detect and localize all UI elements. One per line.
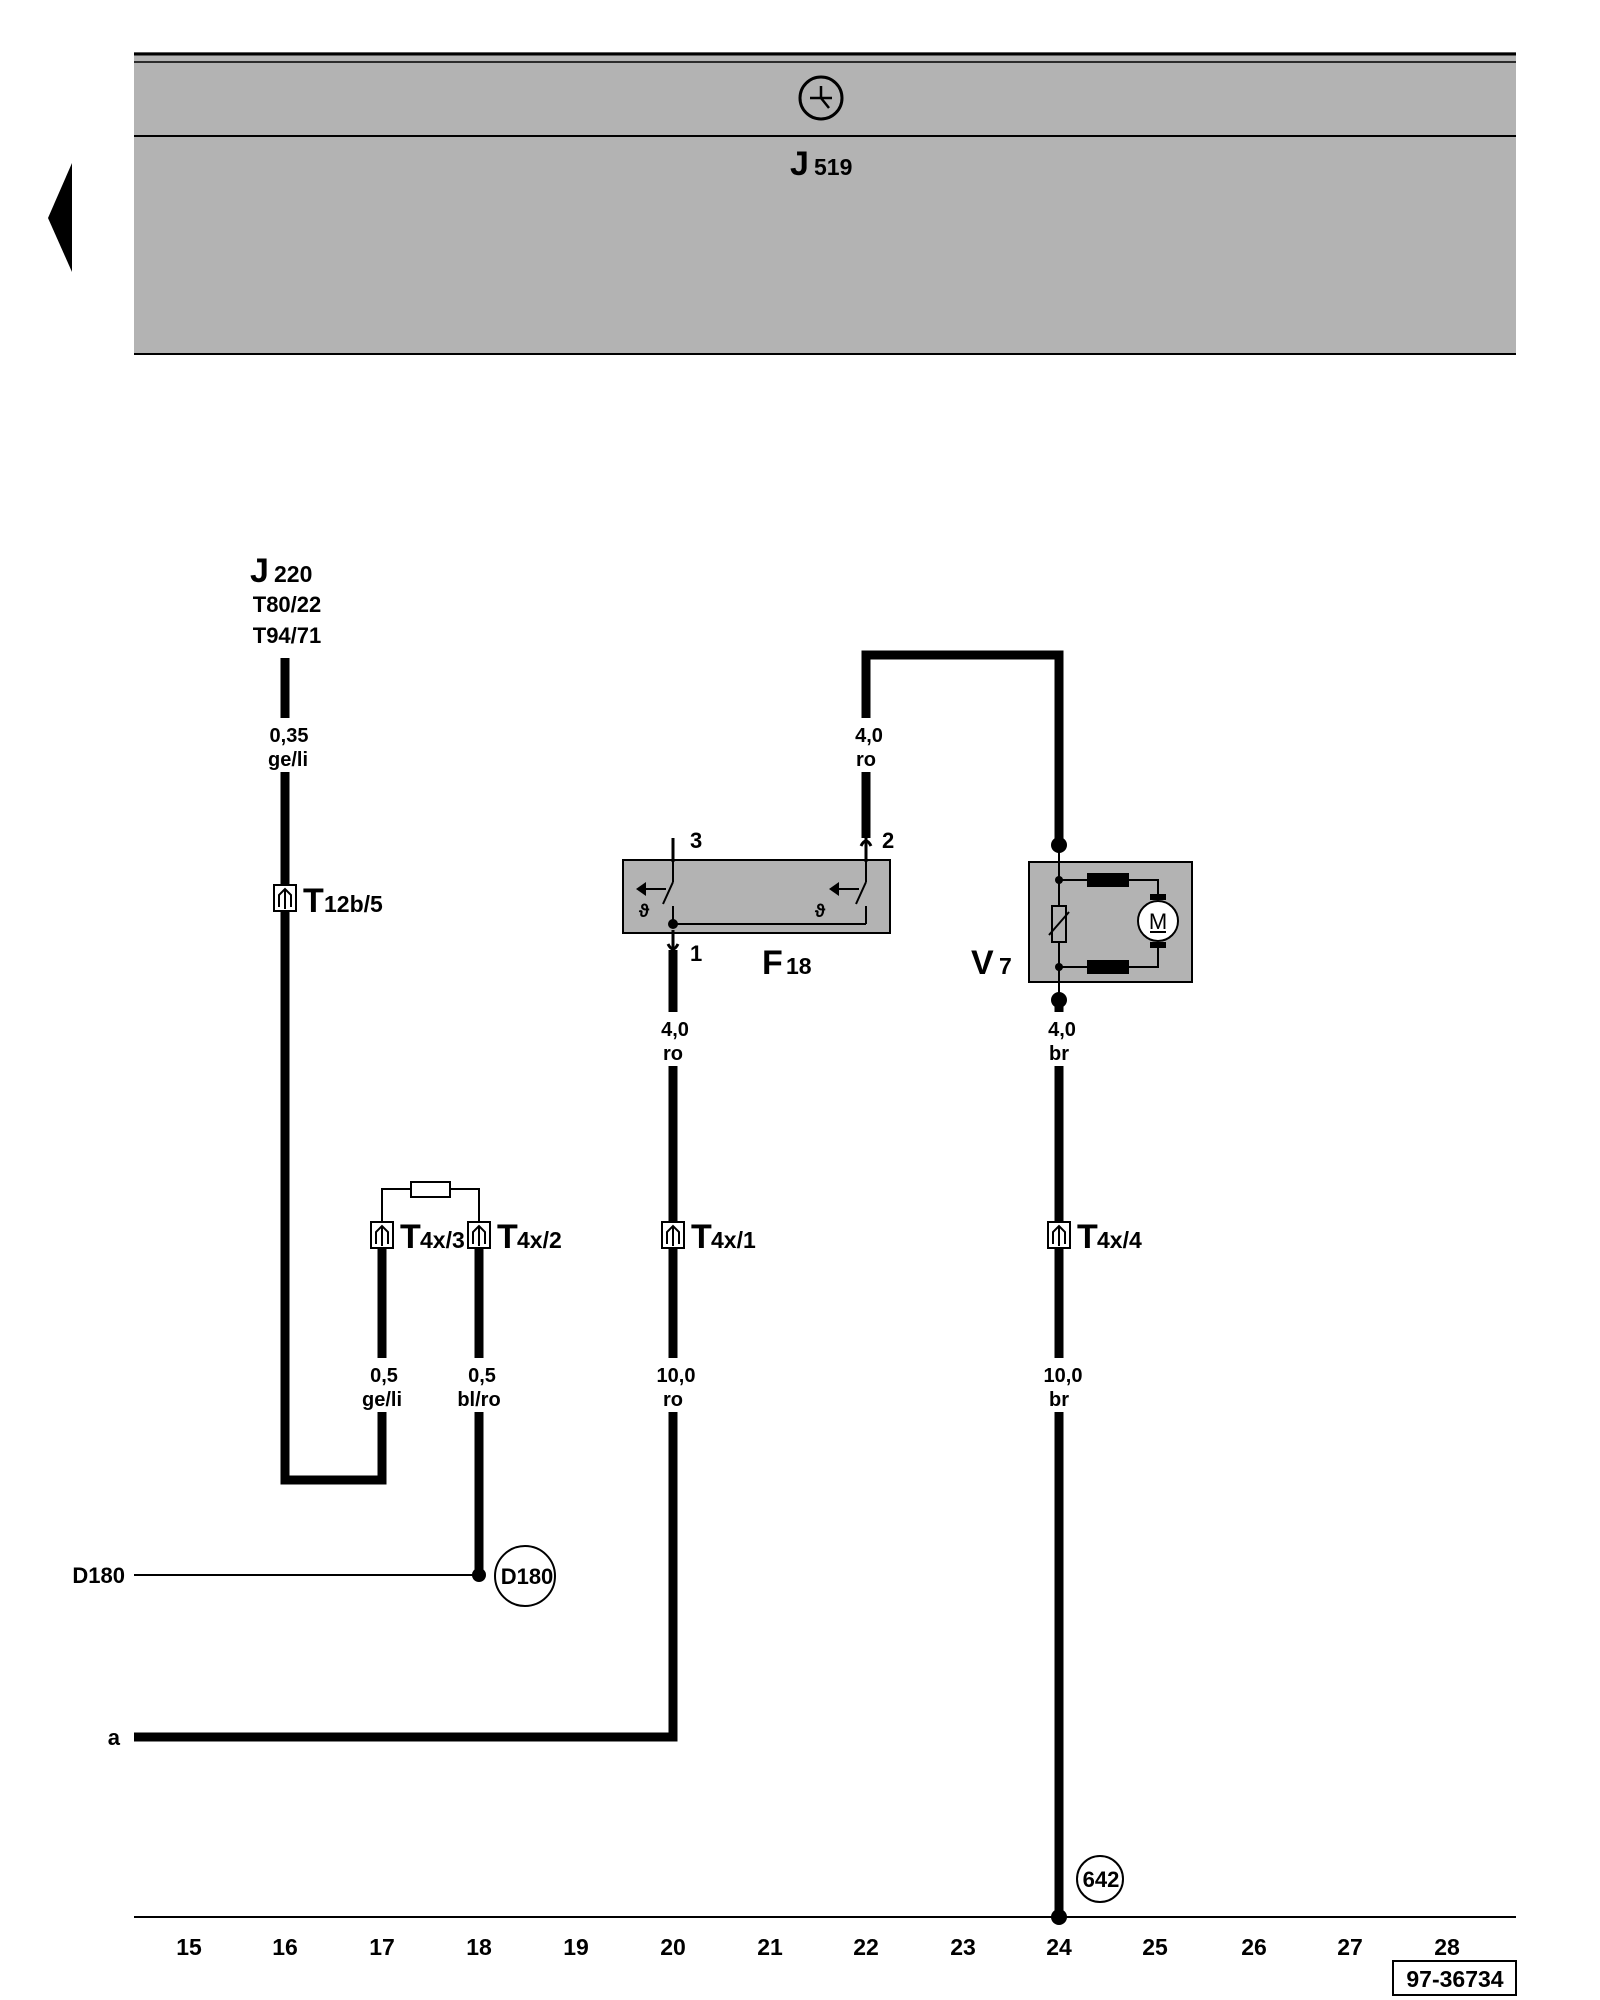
- col-22: 22: [853, 1934, 879, 1960]
- col-25: 25: [1142, 1934, 1168, 1960]
- f18-theta-right: ϑ: [815, 901, 826, 921]
- v7-label-main: V: [971, 944, 994, 982]
- connector-t4x2: T 4x/2: [467, 1218, 562, 1256]
- f18-label-sub: 18: [786, 953, 812, 979]
- col-16: 16: [272, 1934, 298, 1960]
- connector-t4x1: T 4x/1: [661, 1218, 756, 1256]
- document-code: 97-36734: [1392, 1960, 1517, 1996]
- connector-t12b5: T 12b/5: [273, 882, 383, 920]
- gauge-w1: 0,35: [270, 725, 309, 747]
- col-19: 19: [563, 1934, 589, 1960]
- gauge-w3: 0,5: [468, 1365, 496, 1387]
- svg-text:T: T: [400, 1218, 421, 1256]
- resistor-bridge: [381, 1181, 480, 1225]
- color-w6: ro: [856, 749, 876, 771]
- svg-text:12b/5: 12b/5: [324, 891, 383, 917]
- column-numbers: 15 16 17 18 19 20 21 22 23 24 25 26 27 2…: [176, 1934, 1460, 1960]
- color-w8: br: [1049, 1389, 1069, 1411]
- svg-text:4x/2: 4x/2: [517, 1227, 562, 1253]
- j519-label-main: J: [790, 145, 809, 183]
- j220-pin2: T94/71: [253, 623, 322, 648]
- color-w7: br: [1049, 1043, 1069, 1065]
- f18-label-main: F: [762, 944, 783, 982]
- svg-text:T: T: [497, 1218, 518, 1256]
- gauge-w7: 4,0: [1048, 1019, 1076, 1041]
- v7-label-sub: 7: [999, 953, 1012, 979]
- connector-t4x3: T 4x/3: [370, 1218, 465, 1256]
- f18-pin3: 3: [690, 828, 702, 853]
- gauge-labels: 0,35 ge/li 0,5 ge/li 0,5 bl/ro 4,0 ro 10…: [258, 718, 1089, 1412]
- color-w2: ge/li: [362, 1389, 402, 1411]
- d180-circle: D180: [494, 1545, 556, 1607]
- j220-reference: J 220 T80/22 T94/71: [250, 552, 321, 648]
- svg-text:642: 642: [1083, 1867, 1120, 1892]
- ground-circle-icon: [798, 75, 844, 121]
- wire-col20: [134, 950, 678, 1742]
- col-20: 20: [660, 1934, 686, 1960]
- motor-v7: M V 7: [971, 837, 1193, 1008]
- wire-paths: [134, 650, 1064, 1915]
- f18-theta-left: ϑ: [639, 901, 650, 921]
- svg-text:T: T: [1077, 1218, 1098, 1256]
- col-15: 15: [176, 1934, 202, 1960]
- wire-j220: [280, 658, 387, 1485]
- j220-label-sub: 220: [274, 561, 312, 587]
- gauge-w5: 10,0: [657, 1365, 696, 1387]
- v7-motor-glyph: M: [1149, 909, 1167, 934]
- back-arrow-icon[interactable]: [48, 163, 72, 272]
- svg-text:T: T: [303, 882, 324, 920]
- svg-text:4x/3: 4x/3: [420, 1227, 465, 1253]
- color-w1: ge/li: [268, 749, 308, 771]
- color-w5: ro: [663, 1389, 683, 1411]
- svg-text:T: T: [691, 1218, 712, 1256]
- ground-642: 642: [1051, 1855, 1124, 1925]
- gauge-w4: 4,0: [661, 1019, 689, 1041]
- control-unit-j519: J 519: [134, 52, 1516, 355]
- connector-t4x4: T 4x/4: [1047, 1218, 1142, 1256]
- gauge-w2: 0,5: [370, 1365, 398, 1387]
- junction-d180: [472, 1568, 486, 1582]
- gauge-w8: 10,0: [1044, 1365, 1083, 1387]
- col-26: 26: [1241, 1934, 1267, 1960]
- resistor: [410, 1181, 451, 1198]
- svg-text:4x/1: 4x/1: [711, 1227, 756, 1253]
- col-21: 21: [757, 1934, 783, 1960]
- col-28: 28: [1434, 1934, 1460, 1960]
- col-27: 27: [1337, 1934, 1363, 1960]
- color-w3: bl/ro: [457, 1389, 500, 1411]
- f18-pin2: 2: [882, 828, 894, 853]
- col-17: 17: [369, 1934, 395, 1960]
- d180-left-label: D180: [72, 1563, 125, 1588]
- col-23: 23: [950, 1934, 976, 1960]
- j220-pin1: T80/22: [253, 592, 322, 617]
- col-18: 18: [466, 1934, 492, 1960]
- a-left-label: a: [108, 1725, 121, 1750]
- gauge-w6: 4,0: [855, 725, 883, 747]
- j519-label-sub: 519: [814, 154, 852, 180]
- f18-pin1: 1: [690, 941, 702, 966]
- svg-text:D180: D180: [501, 1564, 554, 1589]
- svg-text:97-36734: 97-36734: [1406, 1966, 1503, 1992]
- color-w4: ro: [663, 1043, 683, 1065]
- col-24: 24: [1046, 1934, 1072, 1960]
- j220-label-main: J: [250, 552, 269, 590]
- svg-text:4x/4: 4x/4: [1097, 1227, 1142, 1253]
- switch-f18: ϑ ϑ 3 2 1 F 18: [622, 828, 894, 982]
